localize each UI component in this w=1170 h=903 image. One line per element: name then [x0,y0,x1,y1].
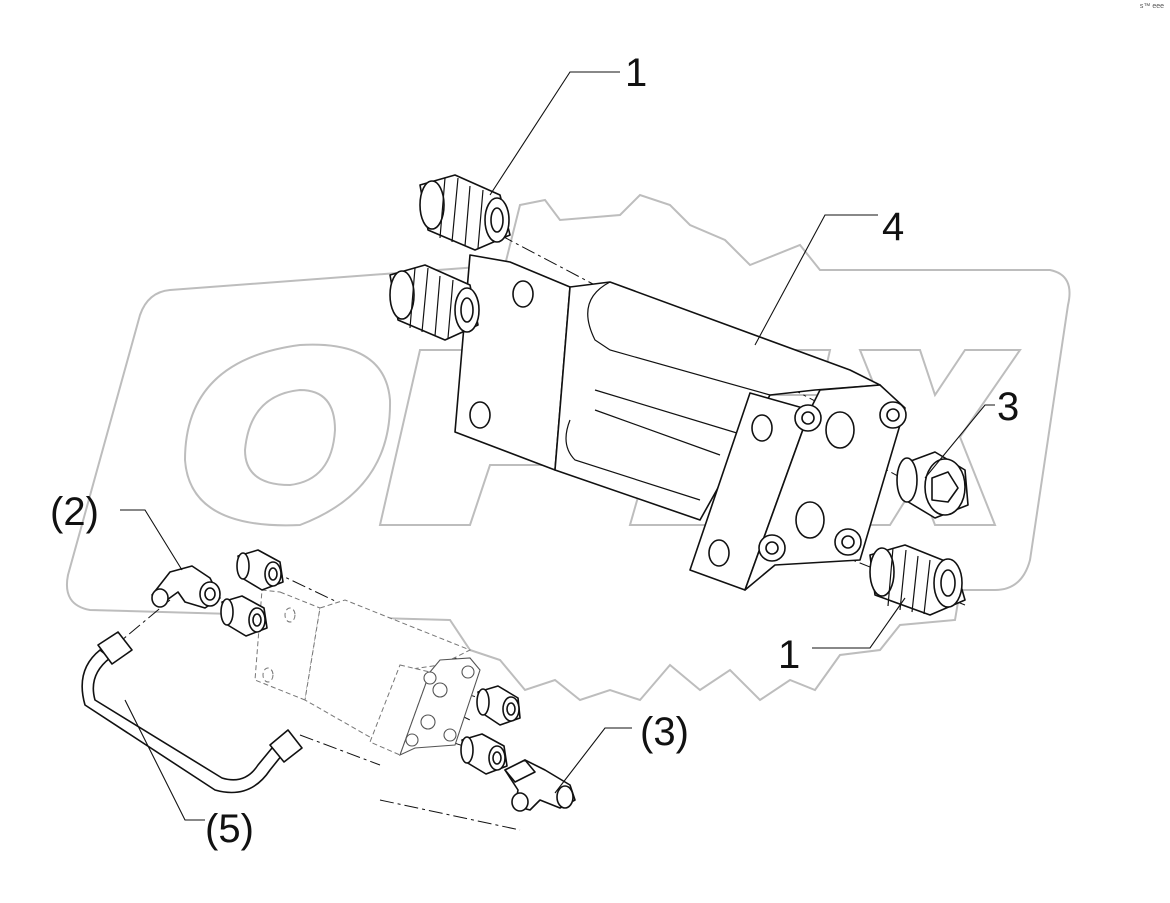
callout-elbow-ref: (2) [50,490,99,534]
elbow-fitting [151,565,221,609]
leader-top-fitting [489,71,620,196]
callout-plug: 3 [997,385,1019,429]
block-face [744,384,906,591]
front-plate-hole [751,414,773,442]
callout-top-fitting: 1 [625,51,647,95]
small-fitting-lower [220,595,268,637]
reference-assembly [254,589,481,757]
leader-tee [554,727,632,794]
leader-lines [120,71,995,821]
callout-manifold-block: 4 [882,205,904,249]
leader-bottom-fitting [812,597,906,649]
callout-labels: 1 4 3 1 (2) (3) (5) [50,51,1019,851]
ghost-body [304,599,472,741]
leader-elbow [120,509,183,571]
tube-assembly [81,631,303,794]
leader-plug [924,404,995,479]
port [795,501,825,539]
leader-manifold [754,214,878,346]
tee-fitting [504,759,576,812]
small-fitting-right-lower [460,733,508,775]
straight-fitting-second [389,264,480,341]
block-body [554,281,881,521]
port [825,411,855,449]
watermark-letter-o [183,343,392,527]
small-fitting-upper [236,549,284,591]
watermark-gear [66,193,1071,702]
manifold-block [454,254,907,591]
plate-hole [469,401,491,429]
straight-fitting-top [419,174,511,251]
straight-fitting-bottom [869,544,966,616]
callout-bottom-fitting: 1 [778,633,800,677]
front-plate-hole [708,539,730,567]
callout-tube-ref: (5) [205,807,254,851]
mounting-plate [454,254,571,471]
plug [896,451,969,519]
small-fitting-right-upper [476,685,521,726]
bolt-socket [841,535,855,549]
corner-mark: s™ eee [1139,3,1164,10]
callout-tee-ref: (3) [640,710,689,754]
leader-tube [124,699,205,821]
ghost-front-plate [369,664,431,756]
plate-hole [512,280,534,308]
bolt-socket [801,411,815,425]
bolt-socket [886,408,900,422]
ghost-face [399,657,481,757]
bolt-socket [765,541,779,555]
